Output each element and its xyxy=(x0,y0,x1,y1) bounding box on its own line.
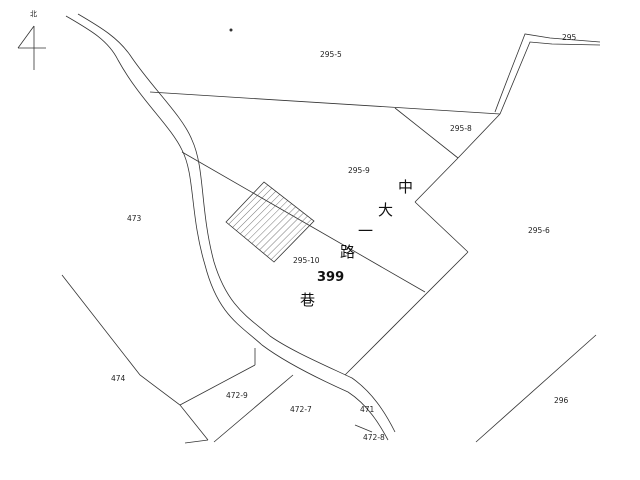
survey-mark-dot xyxy=(229,28,233,32)
north-arrow-head xyxy=(17,25,35,49)
road-name-char-4: 路 xyxy=(340,243,355,261)
parcel-label-472-9: 472-9 xyxy=(226,391,248,400)
boundary-472-7-west xyxy=(213,374,294,443)
parcel-boundaries xyxy=(61,13,601,444)
parcel-label-296: 296 xyxy=(554,396,569,405)
road-name-char-3: 一 xyxy=(358,222,373,240)
boundary-295-east xyxy=(499,41,601,115)
boundary-296 xyxy=(475,334,597,443)
parcel-label-474: 474 xyxy=(111,374,126,383)
corridor-west-edge xyxy=(65,15,389,441)
parcel-label-472-8: 472-8 xyxy=(363,433,385,442)
boundary-474-bottom xyxy=(184,439,209,444)
boundary-north xyxy=(149,91,501,115)
parcel-label-295-5: 295-5 xyxy=(320,50,342,59)
lane-suffix: 巷 xyxy=(300,291,315,309)
road-boundary-2 xyxy=(414,201,469,253)
lane-number: 399 xyxy=(317,270,344,285)
parcel-labels: 295-5 295 295-8 295-9 295-6 473 295-10 4… xyxy=(111,33,577,442)
parcel-label-471: 471 xyxy=(360,405,375,414)
boundary-474-upper xyxy=(61,274,209,441)
north-arrow: 北 xyxy=(17,10,46,70)
boundary-472-8 xyxy=(354,424,373,433)
boundary-295-8-south xyxy=(457,113,501,159)
road-name: 中 大 一 路 399 巷 xyxy=(300,178,413,309)
north-label: 北 xyxy=(30,10,37,18)
parcel-label-295-8: 295-8 xyxy=(450,124,472,133)
boundary-295-west xyxy=(494,33,601,113)
road-boundary-3 xyxy=(344,251,469,376)
subject-parcel-hatch xyxy=(225,181,315,263)
subject-parcel xyxy=(225,181,315,263)
parcel-label-295: 295 xyxy=(562,33,577,42)
parcel-label-472-7: 472-7 xyxy=(290,405,312,414)
parcel-label-295-6: 295-6 xyxy=(528,226,550,235)
boundary-295-8-west xyxy=(394,107,459,159)
parcel-label-295-10: 295-10 xyxy=(293,256,320,265)
parcel-label-295-9: 295-9 xyxy=(348,166,370,175)
road-name-char-1: 中 xyxy=(398,178,413,196)
corridor-east-edge xyxy=(77,13,396,433)
boundary-474-lower xyxy=(179,364,256,406)
road-name-char-2: 大 xyxy=(378,201,393,219)
parcel-label-473: 473 xyxy=(127,214,142,223)
road-boundary-1 xyxy=(414,157,459,203)
